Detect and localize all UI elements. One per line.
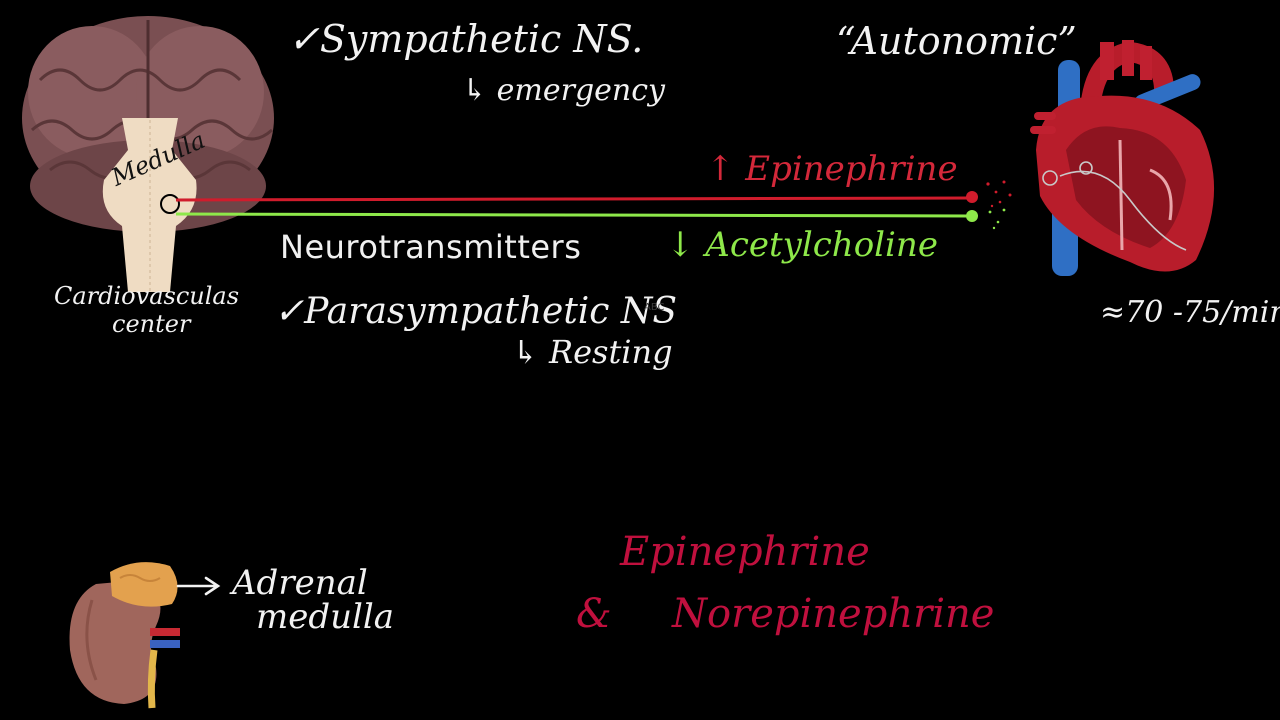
kidney-icon <box>69 562 180 709</box>
emergency-label: ↳ emergency <box>462 73 665 108</box>
brain-icon <box>22 16 274 292</box>
cardiovascular-center-label: Cardiovasculas <box>54 282 240 310</box>
autonomic-label: “Autonomic” <box>836 19 1077 63</box>
neurotransmitters-label: Neurotransmitters <box>280 228 582 266</box>
and-label: & <box>576 591 612 637</box>
cardiovascular-center-label-2: center <box>112 310 191 338</box>
acetylcholine-decrease-label: ↓ Acetylcholine <box>666 225 938 265</box>
epinephrine-increase-label: ↑ Epinephrine <box>706 149 958 189</box>
epinephrine-hormone-label: Epinephrine <box>620 529 870 575</box>
parasympathetic-pathway-line <box>175 208 1006 230</box>
heart-icon <box>1030 40 1215 276</box>
medulla-gland-label: medulla <box>256 597 395 637</box>
parasympathetic-ns-label: ✓Parasympathetic NS <box>274 291 678 332</box>
adrenal-label: Adrenal <box>232 563 368 603</box>
sympathetic-ns-label: ✓Sympathetic NS. <box>288 17 644 61</box>
adrenal-arrow-icon <box>176 576 221 596</box>
norepinephrine-hormone-label: Norepinephrine <box>672 591 995 637</box>
resting-label: ↳ Resting <box>512 333 673 371</box>
sympathetic-pathway-line <box>175 180 1012 208</box>
heart-rate-label: ≈70 -75/min <box>1100 295 1280 330</box>
watermark-label: ABC <box>644 302 665 313</box>
